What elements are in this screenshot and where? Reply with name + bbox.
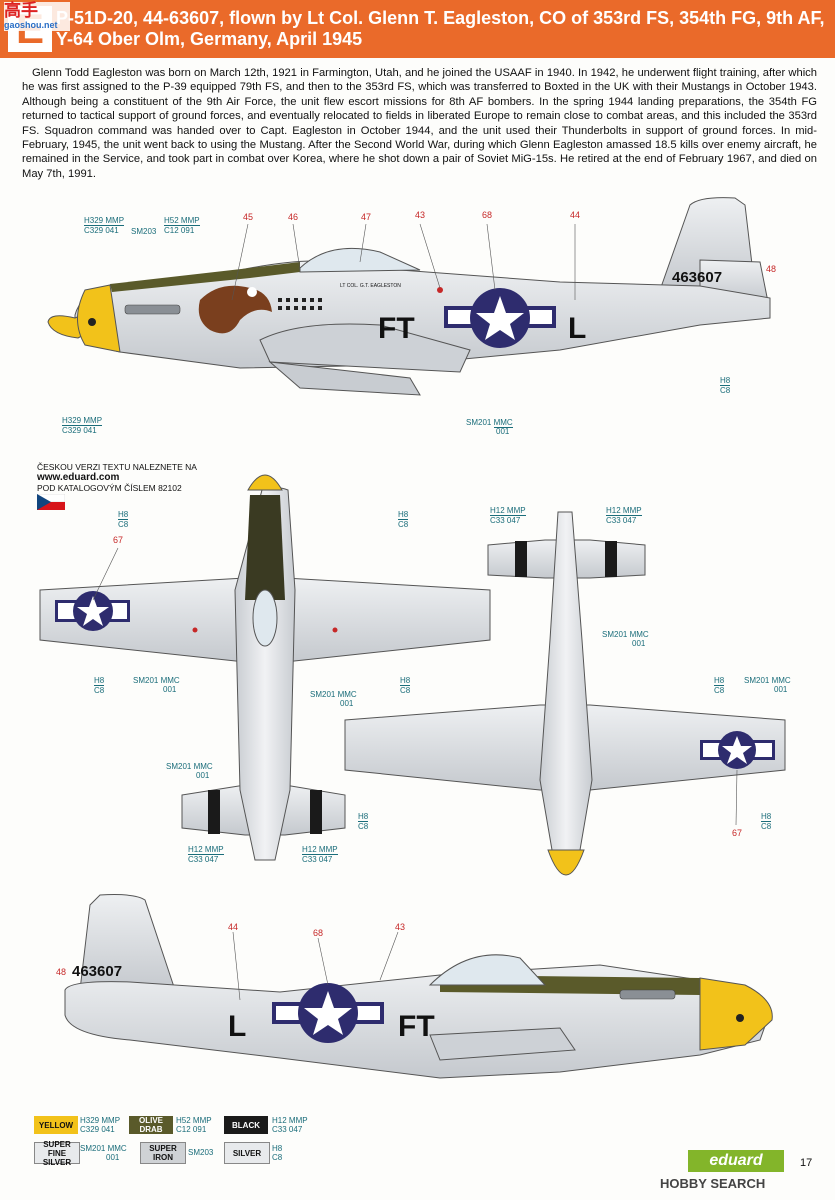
hobbysearch-watermark: HOBBY SEARCH	[660, 1176, 766, 1191]
callout-44-right: 44	[228, 922, 239, 932]
leader-lines	[92, 223, 738, 1001]
czech-note: ČESKOU VERZI TEXTU NALEZNETE NA www.edua…	[37, 462, 197, 493]
svg-text:L: L	[228, 1010, 246, 1043]
legend-superiron-code: SM203	[188, 1148, 214, 1157]
eduard-logo: eduard	[688, 1150, 784, 1172]
side-profile-right-marks: L FT 463607	[72, 963, 435, 1043]
callout-47: 47	[361, 212, 372, 222]
callout-67: 67	[113, 535, 124, 545]
bottom-view	[344, 511, 786, 876]
paint-label-h8: H8 C8	[720, 376, 731, 395]
legend-yellow: YELLOW	[34, 1116, 78, 1134]
profile-title: P-51D-20, 44-63607, flown by Lt Col. Gle…	[56, 8, 825, 49]
callout-43: 43	[415, 210, 426, 220]
legend-silver: SILVER	[224, 1142, 270, 1164]
paint-label-h329: H329 MMP C329 041	[84, 216, 125, 235]
callout-48-right: 48	[56, 967, 67, 977]
paint-label-sm201: SM201 MMC 001	[466, 418, 513, 436]
svg-text:LT COL. G.T. EAGLESTON: LT COL. G.T. EAGLESTON	[340, 283, 401, 289]
callout-44: 44	[570, 210, 581, 220]
paint-label-sm203: SM203	[131, 227, 157, 236]
legend-olive-drab: OLIVE DRAB	[129, 1116, 173, 1134]
top-view	[39, 474, 491, 861]
legend-super-iron: SUPER IRON	[140, 1142, 186, 1164]
callout-48: 48	[766, 264, 777, 274]
svg-text:463607: 463607	[672, 269, 722, 286]
svg-text:L: L	[568, 312, 586, 345]
site-watermark: 高手 gaoshou.net	[4, 2, 70, 31]
legend-black: BLACK	[224, 1116, 268, 1134]
svg-text:FT: FT	[398, 1010, 435, 1043]
svg-text:FT: FT	[378, 312, 415, 345]
paint-label-h52: H52 MMP C12 091	[164, 216, 200, 235]
callout-46: 46	[288, 212, 299, 222]
callout-43-right: 43	[395, 922, 406, 932]
paint-label-h329-2: H329 MMP C329 041	[62, 416, 103, 435]
callout-45: 45	[243, 212, 254, 222]
callout-68-right: 68	[313, 928, 324, 938]
page-number: 17	[800, 1157, 813, 1169]
callout-68: 68	[482, 210, 493, 220]
side-profile-left	[47, 197, 771, 396]
intro-paragraph: Glenn Todd Eagleston was born on March 1…	[22, 67, 817, 180]
callout-67-bottom: 67	[732, 828, 743, 838]
svg-text:463607: 463607	[72, 963, 122, 980]
czech-flag-icon	[37, 494, 65, 510]
side-profile-right	[64, 894, 773, 1079]
czech-url[interactable]: www.eduard.com	[37, 472, 120, 483]
header-bar	[0, 0, 835, 58]
legend-super-fine-silver: SUPER FINE SILVER	[34, 1140, 80, 1167]
side-profile-left-marks: FT L 463607 LT COL. G.T. EAGLESTON	[340, 269, 722, 345]
